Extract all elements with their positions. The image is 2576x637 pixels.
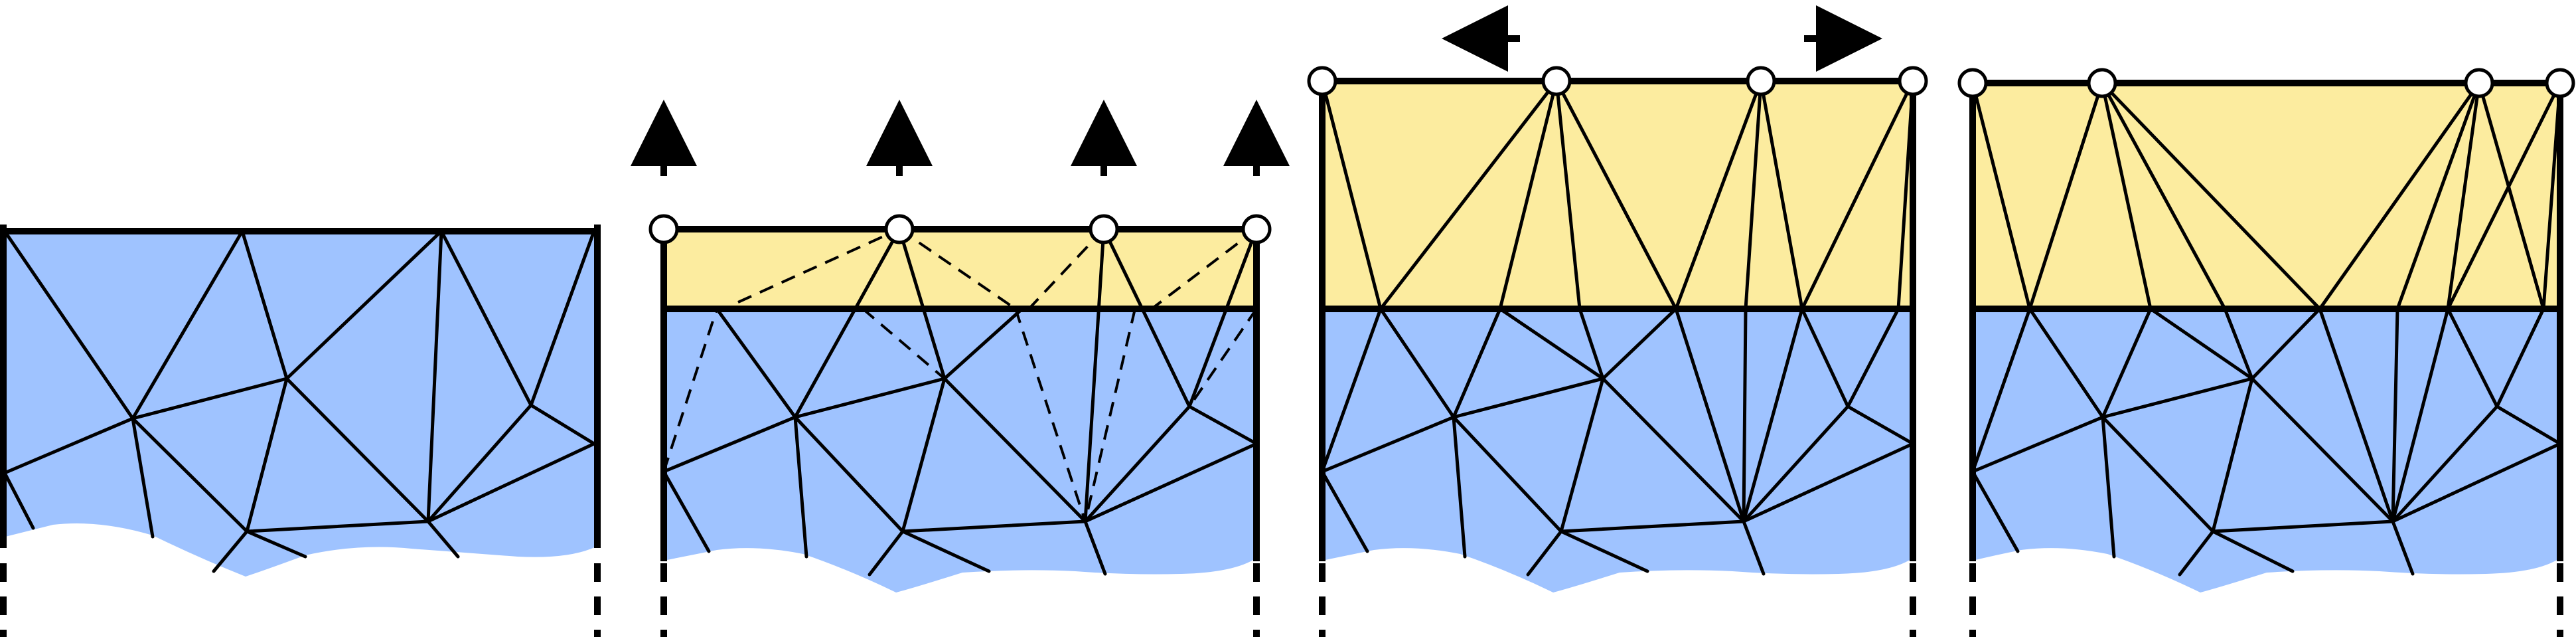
blue-mesh-region bbox=[1973, 309, 2560, 592]
mesh-node bbox=[1541, 66, 1572, 96]
blue-mesh-region bbox=[664, 309, 1256, 592]
yellow-layer bbox=[664, 229, 1256, 309]
mesh-edges bbox=[1971, 81, 2562, 577]
mesh-edges bbox=[1320, 79, 1915, 577]
panel-layer-extended bbox=[1307, 5, 1928, 637]
dashed-continuation bbox=[1969, 563, 2563, 637]
mesh-node bbox=[1746, 66, 1776, 96]
mesh-edges bbox=[662, 227, 1258, 577]
dashed-connections bbox=[662, 228, 1258, 522]
panel-frame bbox=[0, 225, 601, 548]
mesh-node bbox=[648, 214, 679, 244]
mesh-node bbox=[1089, 214, 1119, 244]
mesh-nodes bbox=[648, 214, 1272, 244]
mesh-node bbox=[2545, 68, 2575, 98]
panel-layer-relaxed bbox=[1957, 68, 2575, 637]
mesh-node bbox=[1241, 214, 1272, 244]
mesh-node bbox=[1957, 68, 1988, 98]
mesh-nodes bbox=[1957, 68, 2575, 98]
mesh-nodes bbox=[1307, 66, 1928, 96]
panel-frame bbox=[1319, 78, 1916, 561]
panel-frame bbox=[660, 226, 1260, 561]
mesh-edges bbox=[3, 229, 596, 573]
panel-layer-inserted bbox=[631, 100, 1290, 637]
mesh-node bbox=[884, 214, 915, 244]
dashed-continuation bbox=[660, 563, 1260, 637]
up-arrows bbox=[631, 100, 1290, 176]
dashed-continuation bbox=[1319, 563, 1916, 637]
panel-initial-mesh bbox=[0, 225, 601, 637]
mesh-node bbox=[1307, 66, 1337, 96]
panel-frame bbox=[1969, 80, 2563, 561]
blue-mesh-region bbox=[0, 231, 597, 577]
mesh-node bbox=[2087, 68, 2117, 98]
mesh-node bbox=[2464, 68, 2494, 98]
mesh-node bbox=[1898, 66, 1928, 96]
dashed-continuation bbox=[0, 563, 601, 637]
yellow-layer bbox=[1973, 83, 2560, 309]
